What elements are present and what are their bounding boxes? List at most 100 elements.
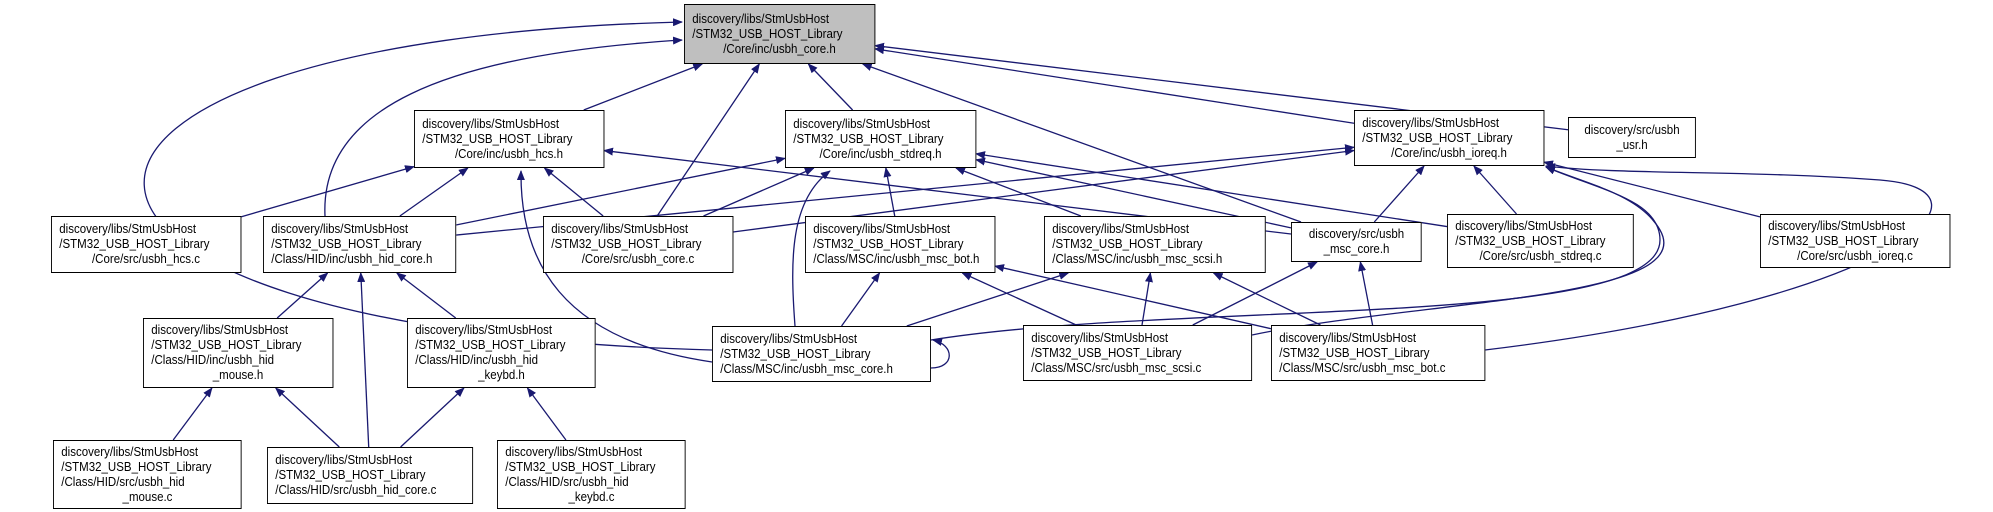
edge-src-msc-core-h-includes-ioreq-h <box>1373 165 1425 223</box>
node-label-line: /Core/src/usbh_ioreq.c <box>1797 248 1913 263</box>
node-label-line: /Class/HID/inc/usbh_hid_core.h <box>271 252 433 266</box>
node-hid-core-h[interactable]: discovery/libs/StmUsbHost/STM32_USB_HOST… <box>263 216 456 273</box>
node-hcs-c[interactable]: discovery/libs/StmUsbHost/STM32_USB_HOST… <box>51 216 241 273</box>
node-label-line: discovery/libs/StmUsbHost <box>813 222 951 236</box>
node-label-line: /STM32_USB_HOST_Library <box>1455 233 1606 248</box>
node-label-line: discovery/src/usbh <box>1584 122 1680 137</box>
edge-hid-mouse-h-includes-hid-core-h <box>276 272 329 319</box>
node-msc-scsi-h[interactable]: discovery/libs/StmUsbHost/STM32_USB_HOST… <box>1044 216 1266 273</box>
edge-hcs-h-includes-core-h <box>583 63 704 111</box>
edge-msc-scsi-c-includes-msc-scsi-h <box>1141 272 1153 326</box>
node-label-line: /STM32_USB_HOST_Library <box>505 459 656 474</box>
node-label-line: /STM32_USB_HOST_Library <box>275 468 426 482</box>
edge-hid-core-c-includes-hid-core-h <box>357 272 370 448</box>
edge-hid-core-h-includes-hcs-h <box>399 167 469 217</box>
node-ioreq-h[interactable]: discovery/libs/StmUsbHost/STM32_USB_HOST… <box>1354 110 1544 166</box>
node-label-line: /Class/HID/src/usbh_hid_core.c <box>275 483 437 497</box>
node-label-line: /Class/MSC/inc/usbh_msc_scsi.h <box>1052 252 1223 266</box>
node-msc-bot-h[interactable]: discovery/libs/StmUsbHost/STM32_USB_HOST… <box>805 216 995 273</box>
edge-msc-core-h-includes-msc-scsi-h <box>906 272 1070 327</box>
edge-msc-scsi-c-includes-ioreq-h <box>1251 166 1665 336</box>
node-label-line: discovery/libs/StmUsbHost <box>551 222 689 236</box>
node-label-line: _keybd.c <box>568 489 615 504</box>
node-msc-bot-c[interactable]: discovery/libs/StmUsbHost/STM32_USB_HOST… <box>1271 325 1485 381</box>
node-label-line: discovery/libs/StmUsbHost <box>1362 115 1500 130</box>
node-label-line: _mouse.h <box>212 368 264 382</box>
node-label-line: /STM32_USB_HOST_Library <box>151 338 302 352</box>
edge-ioreq-h-includes-core-h <box>874 46 1355 124</box>
edge-hid-keybd-h-includes-hid-core-h <box>396 272 457 319</box>
edge-hid-core-c-includes-hid-mouse-h <box>274 387 340 448</box>
node-stdreq-c[interactable]: discovery/libs/StmUsbHost/STM32_USB_HOST… <box>1447 214 1634 268</box>
node-label-line: discovery/libs/StmUsbHost <box>793 116 931 131</box>
edge-core-c-includes-core-h <box>656 63 760 217</box>
node-hid-mouse-h[interactable]: discovery/libs/StmUsbHost/STM32_USB_HOST… <box>143 318 333 388</box>
node-label-line: /Class/HID/src/usbh_hid <box>505 474 629 489</box>
edge-core-c-includes-stdreq-h <box>703 167 815 217</box>
edge-msc-bot-c-includes-ioreq-h <box>1484 163 1933 351</box>
edge-hid-core-c-includes-hid-keybd-h <box>400 387 465 448</box>
node-label-line: discovery/libs/StmUsbHost <box>151 323 289 337</box>
node-label-line: _mouse.c <box>122 489 173 504</box>
node-label-line: discovery/libs/StmUsbHost <box>1052 222 1190 236</box>
node-label-line: /STM32_USB_HOST_Library <box>793 131 944 146</box>
node-label-line: /Core/src/usbh_stdreq.c <box>1479 248 1602 263</box>
node-label-line: discovery/libs/StmUsbHost <box>1031 330 1169 345</box>
edge-stdreq-c-includes-ioreq-h <box>1473 165 1517 215</box>
edge-ioreq-c-includes-ioreq-h <box>1543 160 1761 218</box>
node-label-line: /Class/MSC/src/usbh_msc_scsi.c <box>1031 360 1202 375</box>
edge-msc-scsi-c-includes-src-msc-core-h <box>1192 261 1318 326</box>
node-label-line: discovery/libs/StmUsbHost <box>720 331 858 346</box>
node-msc-core-h[interactable]: discovery/libs/StmUsbHost/STM32_USB_HOST… <box>712 326 931 382</box>
edge-msc-core-h-includes-hcs-h <box>516 170 713 363</box>
node-label-line: discovery/libs/StmUsbHost <box>1455 218 1593 233</box>
node-label-line: discovery/src/usbh <box>1308 227 1405 241</box>
node-core-h[interactable]: discovery/libs/StmUsbHost/STM32_USB_HOST… <box>684 4 875 64</box>
node-hid-core-c[interactable]: discovery/libs/StmUsbHost/STM32_USB_HOST… <box>267 447 473 504</box>
node-label-line: _msc_core.h <box>1323 242 1390 256</box>
node-hid-keybd-c[interactable]: discovery/libs/StmUsbHost/STM32_USB_HOST… <box>497 440 686 509</box>
node-label-line: discovery/libs/StmUsbHost <box>275 453 413 467</box>
node-ioreq-c[interactable]: discovery/libs/StmUsbHost/STM32_USB_HOST… <box>1760 214 1950 268</box>
edge-src-msc-core-h-includes-core-h <box>861 63 1302 223</box>
node-label-line: discovery/libs/StmUsbHost <box>1279 330 1417 345</box>
edge-hcs-c-includes-hcs-h <box>240 165 415 218</box>
node-label-line: /Core/src/usbh_core.c <box>581 252 695 266</box>
node-hid-keybd-h[interactable]: discovery/libs/StmUsbHost/STM32_USB_HOST… <box>407 318 596 388</box>
node-stdreq-h[interactable]: discovery/libs/StmUsbHost/STM32_USB_HOST… <box>785 110 976 168</box>
node-label-line: /STM32_USB_HOST_Library <box>1052 237 1203 251</box>
node-label-line: /Core/src/usbh_hcs.c <box>91 252 201 266</box>
edge-hid-mouse-c-includes-hid-mouse-h <box>172 387 213 441</box>
edge-stdreq-h-includes-core-h <box>807 63 854 111</box>
node-label-line: discovery/libs/StmUsbHost <box>692 11 830 26</box>
node-label-line: /STM32_USB_HOST_Library <box>692 26 843 41</box>
node-label-line: /STM32_USB_HOST_Library <box>720 346 871 361</box>
node-label-line: discovery/libs/StmUsbHost <box>1768 218 1906 233</box>
edge-msc-core-h-includes-core-h <box>143 18 713 351</box>
node-label-line: /Class/HID/inc/usbh_hid <box>415 353 539 367</box>
node-label-line: /STM32_USB_HOST_Library <box>1279 345 1430 360</box>
node-label-line: /Core/inc/usbh_ioreq.h <box>1391 145 1507 160</box>
node-label-line: /STM32_USB_HOST_Library <box>415 338 566 352</box>
node-label-line: /STM32_USB_HOST_Library <box>61 459 212 474</box>
node-src-msc-core-h[interactable]: discovery/src/usbh_msc_core.h <box>1291 222 1422 262</box>
node-hcs-h[interactable]: discovery/libs/StmUsbHost/STM32_USB_HOST… <box>414 110 604 168</box>
node-label-line: _keybd.h <box>478 368 525 382</box>
node-label-line: discovery/libs/StmUsbHost <box>505 444 643 459</box>
node-label-line: discovery/libs/StmUsbHost <box>415 323 553 337</box>
edge-core-c-includes-hcs-h <box>543 167 604 217</box>
node-msc-scsi-c[interactable]: discovery/libs/StmUsbHost/STM32_USB_HOST… <box>1023 325 1252 381</box>
edge-msc-scsi-c-includes-msc-bot-h <box>961 272 1077 326</box>
node-hid-mouse-c[interactable]: discovery/libs/StmUsbHost/STM32_USB_HOST… <box>53 440 242 509</box>
node-core-c[interactable]: discovery/libs/StmUsbHost/STM32_USB_HOST… <box>543 216 733 273</box>
node-label-line: /Core/inc/usbh_hcs.h <box>454 146 564 161</box>
node-label-line: /Class/MSC/inc/usbh_msc_core.h <box>720 361 893 376</box>
edge-msc-bot-c-includes-src-msc-core-h <box>1358 261 1374 326</box>
node-label-line: /STM32_USB_HOST_Library <box>271 237 422 251</box>
node-label-line: discovery/libs/StmUsbHost <box>422 116 560 131</box>
node-usr-h[interactable]: discovery/src/usbh_usr.h <box>1568 117 1696 158</box>
node-label-line: /Core/inc/usbh_core.h <box>723 41 836 56</box>
node-label-line: /STM32_USB_HOST_Library <box>422 131 573 146</box>
